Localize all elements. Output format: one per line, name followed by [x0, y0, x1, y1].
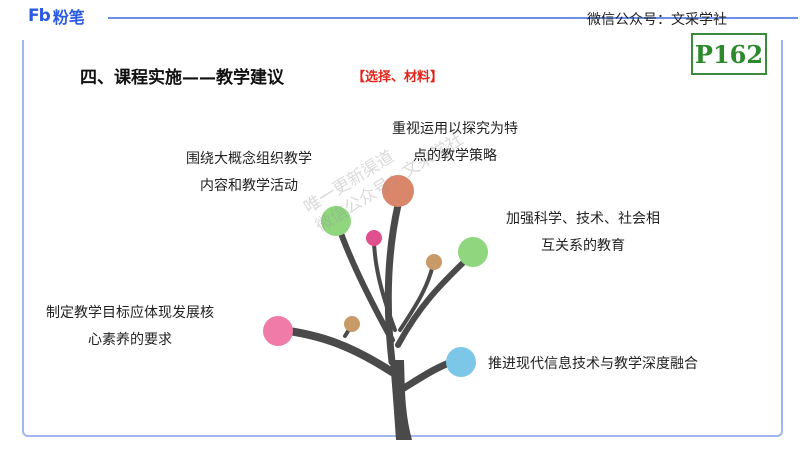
- label-sts-education: 加强科学、技术、社会相 互关系的教育: [506, 206, 660, 260]
- label-line: 点的教学策略: [413, 148, 497, 164]
- blob-tan-right: [426, 254, 442, 270]
- label-big-concepts: 围绕大概念组织教学 内容和教学活动: [186, 146, 312, 200]
- wechat-account: 微信公众号：文采学社: [587, 12, 727, 28]
- question-type-tag: 【选择、材料】: [352, 70, 444, 85]
- blob-pink-left: [263, 316, 293, 346]
- label-line: 互关系的教育: [541, 238, 625, 254]
- label-inquiry-strategy: 重视运用以探究为特 点的教学策略: [392, 116, 518, 170]
- tree-trunk: [390, 360, 412, 440]
- section-title: 四、课程实施——教学建议: [80, 68, 284, 88]
- page-number-box: P162: [691, 33, 767, 75]
- label-info-tech: 推进现代信息技术与教学深度融合: [488, 351, 698, 378]
- label-line: 制定教学目标应体现发展核: [46, 305, 214, 321]
- branch-left: [278, 326, 396, 376]
- blob-pink-small: [366, 230, 382, 246]
- logo: Fb 粉笔: [28, 5, 85, 27]
- blob-green-left: [321, 206, 351, 236]
- label-line: 内容和教学活动: [200, 178, 298, 194]
- branch-upper-right: [395, 255, 471, 348]
- blob-green-right: [458, 237, 488, 267]
- logo-mark: Fb: [28, 6, 51, 26]
- label-core-literacy: 制定教学目标应体现发展核 心素养的要求: [46, 300, 214, 354]
- leaf-blobs: [263, 175, 488, 377]
- branch-upper-left: [335, 222, 395, 343]
- logo-text: 粉笔: [52, 8, 85, 27]
- branch-inner-left: [372, 240, 397, 332]
- label-line: 心素养的要求: [88, 332, 172, 348]
- blob-salmon: [382, 175, 414, 207]
- label-line: 加强科学、技术、社会相: [506, 211, 660, 227]
- blob-blue: [446, 347, 476, 377]
- header-rule: [108, 17, 798, 19]
- label-line: 重视运用以探究为特: [392, 121, 518, 137]
- page-number: P162: [694, 39, 764, 69]
- blob-tan-left: [344, 316, 360, 332]
- branch-inner-right: [398, 263, 435, 332]
- label-line: 推进现代信息技术与教学深度融合: [488, 356, 698, 372]
- label-line: 围绕大概念组织教学: [186, 151, 312, 167]
